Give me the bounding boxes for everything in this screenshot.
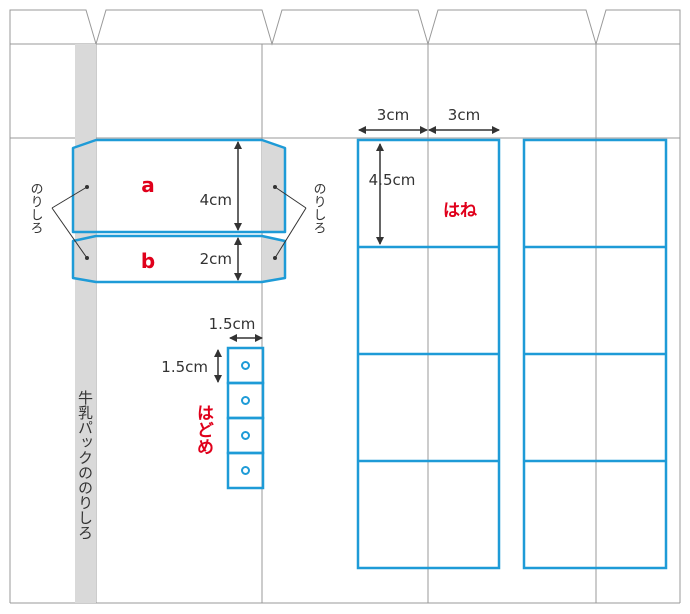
hatome-label: はどめ [193,404,213,455]
stopper-square [226,346,265,385]
glue-dot [85,256,89,260]
glue-callout-right [274,186,307,259]
stopper-square [226,451,265,490]
stopper-hole [241,396,250,405]
stopper-hole [241,361,250,370]
stopper-height-label: 1.5cm [161,358,208,376]
wing-col2-label: 3cm [448,106,480,124]
piece-a-outline [71,138,287,234]
carton-outline [9,9,681,604]
milk-glue-label: 牛乳パックののりしろ [76,390,94,540]
height-b-label: 2cm [200,250,232,268]
glue-right-label: のりしろ [311,182,326,234]
wing-height-label: 4.5cm [369,171,416,189]
glue-dot [85,185,89,189]
label-b: b [141,249,155,273]
stopper-square [226,381,265,420]
glue-dot [273,185,277,189]
glue-dot [273,256,277,260]
stopper-hole [241,431,250,440]
wing-col1-label: 3cm [377,106,409,124]
stopper-hole [241,466,250,475]
stopper-square [226,416,265,455]
piece-b-outline [71,234,287,284]
stopper-group [226,346,265,490]
wing-group [356,138,668,570]
hane-label: はね [443,201,477,221]
stopper-width-label: 1.5cm [209,315,256,333]
glue-tabs [73,140,285,282]
label-a: a [141,173,155,197]
glue-left-label: のりしろ [28,182,43,234]
glue-callout-left [51,186,88,259]
height-a-label: 4cm [200,191,232,209]
